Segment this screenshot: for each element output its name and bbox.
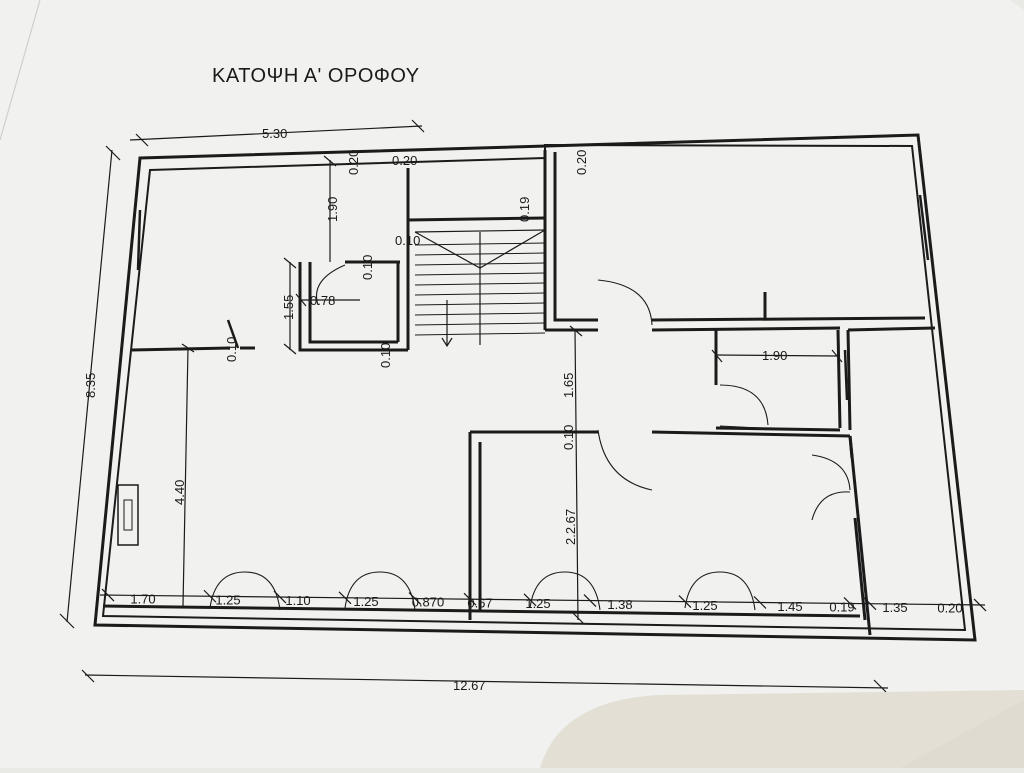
dimension-labels: 5.30 12.67 8.35 0.20 0.20 0.20 1.90 0.19… bbox=[83, 126, 963, 693]
dim-bottom-segment: 1.25 bbox=[215, 592, 240, 607]
paper-edge bbox=[0, 0, 41, 141]
dim-bottom-segment: 0.19 bbox=[829, 599, 854, 614]
dim-closet-w2: 0.10 bbox=[378, 343, 393, 368]
staircase bbox=[414, 229, 546, 348]
dim-bottom-segment: 1.25 bbox=[692, 598, 717, 613]
door-leaf bbox=[209, 571, 246, 609]
dim-hall-h: 1.65 bbox=[561, 373, 576, 398]
dim-bath-w: 1.90 bbox=[762, 348, 787, 363]
dim-partition: 0.10 bbox=[224, 337, 239, 362]
dim-wall-a: 0.20 bbox=[346, 150, 361, 175]
dim-bottom-segment: 1.25 bbox=[353, 594, 378, 609]
dim-bottom-segment: 1.70 bbox=[130, 591, 155, 606]
dim-closet-h: 1.55 bbox=[281, 295, 296, 320]
dim-tick bbox=[863, 597, 877, 611]
dim-tick bbox=[408, 592, 422, 605]
door-leaf bbox=[529, 571, 566, 609]
dim-bottom-segment: 1.25 bbox=[525, 596, 550, 611]
stair-tread bbox=[414, 242, 546, 246]
dim-wall-b: 0.20 bbox=[392, 153, 417, 168]
dim-tick bbox=[678, 595, 692, 609]
dim-bottom-segment: 1.10 bbox=[285, 593, 310, 608]
stair-tread bbox=[414, 322, 546, 326]
dim-total-width: 12.67 bbox=[453, 678, 486, 693]
dim-wall-c: 0.20 bbox=[574, 150, 589, 175]
plan-title: ΚΑΤΟΨΗ Α' ΟΡΟΦΟΥ bbox=[212, 65, 420, 87]
dim-stair-top: 0.19 bbox=[517, 197, 532, 222]
dim-corridor-h: 1.90 bbox=[325, 197, 340, 222]
dim-tick bbox=[583, 594, 597, 607]
dim-tick bbox=[203, 589, 217, 603]
door-leaf bbox=[564, 571, 601, 611]
dim-tick bbox=[973, 598, 987, 612]
dim-tick bbox=[753, 596, 767, 609]
stair-tread bbox=[414, 262, 546, 266]
dim-tick bbox=[843, 597, 857, 610]
dim-bottom-segment: 0.67 bbox=[467, 595, 492, 610]
stair-tread bbox=[414, 282, 546, 286]
door-leaf bbox=[344, 571, 381, 609]
stair-tread bbox=[414, 332, 546, 336]
dim-tick bbox=[523, 593, 537, 607]
dim-bottom-segment: 1.45 bbox=[777, 599, 802, 614]
dim-lower-room-h: 2.2.67 bbox=[563, 509, 578, 545]
dim-room-h: 4.40 bbox=[172, 480, 187, 505]
stair-tread bbox=[414, 312, 546, 316]
dim-closet-depth: 0.78 bbox=[310, 293, 335, 308]
dim-bottom-segment: 1.38 bbox=[607, 597, 632, 612]
dim-tick bbox=[463, 592, 477, 606]
dim-tick bbox=[273, 590, 287, 604]
photo-shadow bbox=[540, 690, 1024, 768]
dimension-lines bbox=[59, 119, 987, 693]
stair-tread bbox=[414, 272, 546, 276]
dim-total-height: 8.35 bbox=[83, 373, 98, 398]
stair-tread bbox=[414, 252, 546, 256]
dim-top-width: 5.30 bbox=[262, 126, 287, 141]
interior-walls bbox=[102, 150, 936, 636]
door-leaf bbox=[719, 571, 756, 611]
dim-bottom-segment: 0.20 bbox=[937, 601, 962, 616]
windows bbox=[117, 194, 930, 546]
dim-bottom-segment: 1.35 bbox=[882, 600, 907, 615]
stair-tread bbox=[414, 302, 546, 306]
dim-tick bbox=[338, 591, 352, 605]
stair-tread bbox=[414, 292, 546, 296]
door-leaf bbox=[379, 571, 416, 611]
dim-tick bbox=[101, 588, 115, 602]
door-leaf bbox=[244, 571, 281, 611]
dim-stair-gap: 0.10 bbox=[395, 233, 420, 248]
dim-hall-wall: 0.10 bbox=[561, 425, 576, 450]
dim-bottom-segment: 0.870 bbox=[412, 595, 445, 610]
dim-closet-w1: 0.10 bbox=[360, 255, 375, 280]
doors bbox=[226, 264, 851, 521]
